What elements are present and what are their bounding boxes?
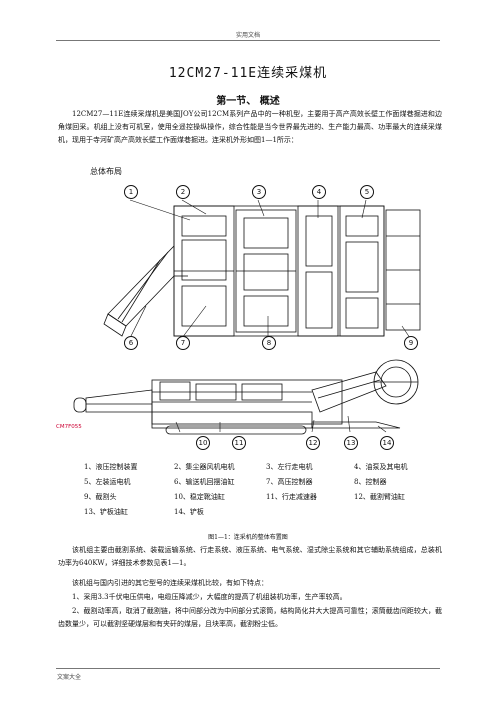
legend-item: 12、截割臂油缸 <box>354 493 405 501</box>
figure-legend: 1、液压控制装置 2、集尘器风机电机 3、左行走电机 4、油泵及其电机 5、左装… <box>84 462 444 522</box>
callout-5: 5 <box>360 185 374 199</box>
miner-layout-drawing <box>73 199 421 435</box>
callout-4: 4 <box>312 185 326 199</box>
body-paragraph: 该机组与国内引进的其它型号的连续采煤机比较，有如下特点： <box>72 579 268 587</box>
section-heading: 第一节、 概述 <box>216 96 280 107</box>
callout-12: 12 <box>306 436 320 450</box>
legend-item: 7、高压控制器 <box>266 478 313 486</box>
callout-10: 10 <box>196 436 210 450</box>
body-paragraph: 该机组主要由截割系统、装载运输系统、行走系统、液压系统、电气系统、湿式除尘系统和… <box>58 546 442 567</box>
figure-label: 总体布局 <box>90 167 122 176</box>
figure-caption: 图1—1：连采机的整体布置图 <box>208 534 288 541</box>
page-header: 实用文档 <box>235 32 260 39</box>
legend-item: 13、铲板油缸 <box>84 508 128 516</box>
callout-1: 1 <box>124 185 138 199</box>
callout-13: 13 <box>344 436 358 450</box>
legend-item: 5、左装运电机 <box>84 478 131 486</box>
callout-14: 14 <box>380 436 394 450</box>
legend-item: 9、截割头 <box>84 493 117 501</box>
legend-item: 6、输送机回摆油缸 <box>174 478 235 486</box>
body-paragraph: 1、采用3.3千伏电压供电，电缆压降减少，大幅度的提高了机组装机功率，生产率较高… <box>72 593 347 601</box>
legend-row: 1、液压控制装置 2、集尘器风机电机 3、左行走电机 4、油泵及其电机 <box>84 462 444 473</box>
legend-row: 9、截割头 10、稳定靴油缸 11、行走减速器 12、截割臂油缸 <box>84 492 444 503</box>
legend-item: 10、稳定靴油缸 <box>174 493 225 501</box>
body-paragraph: 2、截割动率高，取消了截割链，将中间部分改为中间部分式滚筒，结构简化并大大提高可… <box>58 607 442 628</box>
callout-9: 9 <box>404 336 418 350</box>
callout-3: 3 <box>252 185 266 199</box>
footer-rule <box>56 668 440 669</box>
legend-item: 4、油泵及其电机 <box>354 463 408 471</box>
legend-item: 3、左行走电机 <box>266 463 313 471</box>
page-footer: 文案大全 <box>57 674 82 681</box>
legend-item: 2、集尘器风机电机 <box>174 463 235 471</box>
callout-2: 2 <box>176 185 190 199</box>
legend-item: 8、控制器 <box>354 478 387 486</box>
legend-item: 11、行走减速器 <box>266 493 317 501</box>
drawing-code: CM7F055 <box>56 424 82 430</box>
document-title: 12CM27-11E连续采煤机 <box>168 66 328 81</box>
callout-11: 11 <box>232 436 246 450</box>
header-rule <box>56 40 440 41</box>
callout-6: 6 <box>124 336 138 350</box>
legend-row: 5、左装运电机 6、输送机回摆油缸 7、高压控制器 8、控制器 <box>84 477 444 488</box>
legend-item: 1、液压控制装置 <box>84 463 138 471</box>
callout-7: 7 <box>176 336 190 350</box>
callout-8: 8 <box>262 336 276 350</box>
intro-paragraph: 12CM27—11E连续采煤机是美国JOY公司12CM系列产品中的一种机型，主要… <box>58 110 442 144</box>
legend-item: 14、铲板 <box>174 508 204 516</box>
legend-row: 13、铲板油缸 14、铲板 <box>84 507 444 518</box>
